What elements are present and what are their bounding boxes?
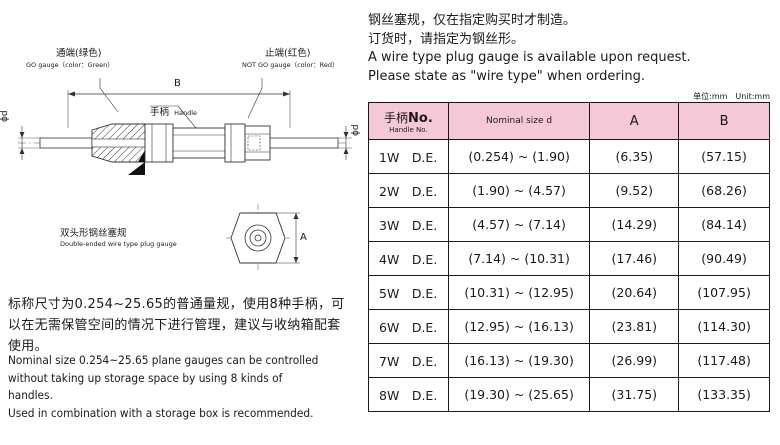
right-wire	[269, 137, 339, 149]
cell-a: (31.75)	[589, 377, 680, 412]
cell-b: (57.15)	[678, 139, 770, 174]
header-b: B	[678, 102, 770, 140]
cell-a: (6.35)	[589, 139, 680, 174]
cell-b: (117.48)	[678, 343, 770, 378]
cell-a: (20.64)	[589, 275, 680, 310]
cell-handle: 3W D.E.	[368, 207, 449, 242]
dimension-b-label: B	[174, 78, 181, 89]
cell-b: (133.35)	[678, 377, 770, 412]
header-a: A	[589, 102, 680, 140]
table-row: 2W D.E. (1.90) ~ (4.57) (9.52) (68.26)	[368, 173, 770, 208]
handle-right-collar	[224, 123, 246, 163]
notgo-leader	[247, 78, 263, 119]
table-row: 7W D.E. (16.13) ~ (19.30) (26.99) (117.4…	[368, 343, 770, 378]
spec-table: 手柄No. Handle No. Nominal size d A B 1W D…	[368, 102, 770, 412]
cell-b: (114.30)	[678, 309, 770, 344]
note-english-line-2: without taking up storage space by using…	[8, 370, 283, 403]
cell-a: (14.29)	[589, 207, 680, 242]
cell-handle: 6W D.E.	[368, 309, 449, 344]
dimension-d-right: ϕd	[351, 124, 361, 136]
note-english-line-1: Nominal size 0.254~25.65 plane gauges ca…	[8, 353, 319, 367]
cell-b: (84.14)	[678, 207, 770, 242]
handle-label-en: Handle	[174, 109, 198, 117]
cell-nominal: (10.31) ~ (12.95)	[447, 275, 591, 310]
table-header-row: 手柄No. Handle No. Nominal size d A B	[368, 102, 770, 140]
cell-nominal: (1.90) ~ (4.57)	[447, 173, 591, 208]
end-view-hexagon	[226, 204, 300, 272]
table-row: 3W D.E. (4.57) ~ (7.14) (14.29) (84.14)	[368, 207, 770, 242]
table-row: 1W D.E. (0.254) ~ (1.90) (6.35) (57.15)	[368, 139, 770, 174]
cell-nominal: (16.13) ~ (19.30)	[447, 343, 591, 378]
right-chuck	[244, 125, 271, 161]
cell-handle: 1W D.E.	[368, 139, 449, 174]
intro-line-3: A wire type plug gauge is available upon…	[368, 50, 691, 65]
intro-line-1: 钢丝塞规，仅在指定购买时才制造。	[368, 13, 577, 28]
cell-b: (90.49)	[678, 241, 770, 276]
notgo-gauge-label-cn: 止端(红色)	[265, 48, 311, 59]
cell-nominal: (0.254) ~ (1.90)	[447, 139, 591, 174]
cell-handle: 5W D.E.	[368, 275, 449, 310]
handle-center	[172, 127, 226, 159]
double-ended-label-en: Double-ended wire type plug gauge	[60, 240, 177, 248]
dimension-d-left: ϕd	[0, 110, 10, 122]
handle-left-collar	[144, 123, 174, 163]
cell-a: (17.46)	[589, 241, 680, 276]
cell-b: (107.95)	[678, 275, 770, 310]
handle-label-cn: 手柄	[150, 107, 170, 118]
go-gauge-label-cn: 通端(绿色)	[56, 48, 102, 59]
table-row: 8W D.E. (19.30) ~ (25.65) (31.75) (133.3…	[368, 377, 770, 412]
cell-nominal: (4.57) ~ (7.14)	[447, 207, 591, 242]
header-handle-no: 手柄No. Handle No.	[368, 102, 449, 140]
table-row: 6W D.E. (12.95) ~ (16.13) (23.81) (114.3…	[368, 309, 770, 344]
header-nominal-size: Nominal size d	[447, 102, 591, 140]
cell-a: (23.81)	[589, 309, 680, 344]
intro-line-4: Please state as "wire type" when orderin…	[368, 68, 645, 84]
cell-handle: 2W D.E.	[368, 173, 449, 208]
handle-label: 手柄 Handle	[150, 100, 197, 119]
cell-a: (9.52)	[589, 173, 680, 208]
notgo-gauge-label-en: NOT GO gauge（color：Red）	[242, 61, 339, 69]
left-wire	[39, 137, 93, 149]
cell-b: (68.26)	[678, 173, 770, 208]
intro-text: 钢丝塞规，仅在指定购买时才制造。 订货时，请指定为钢丝形。 A wire typ…	[368, 12, 691, 86]
cell-handle: 4W D.E.	[368, 241, 449, 276]
cell-handle: 7W D.E.	[368, 343, 449, 378]
go-leader	[99, 78, 119, 113]
cell-a: (26.99)	[589, 343, 680, 378]
gauge-drawing: 通端(绿色) GO gauge（color：Green） 止端(红色) NOT …	[0, 0, 370, 290]
plug-gauge-illustration	[18, 78, 352, 272]
cell-nominal: (12.95) ~ (16.13)	[447, 309, 591, 344]
table-row: 4W D.E. (7.14) ~ (10.31) (17.46) (90.49)	[368, 241, 770, 276]
double-ended-label-cn: 双头形钢丝塞规	[60, 228, 127, 239]
unit-label: 单位:mm Unit:mm	[693, 92, 770, 101]
note-chinese: 标称尺寸为0.254~25.65的普通量规，使用8种手柄，可以在无需保管空间的情…	[8, 297, 345, 354]
cell-handle: 8W D.E.	[368, 377, 449, 412]
note-english-line-3: Used in combination with a storage box i…	[8, 405, 314, 420]
table-row: 5W D.E. (10.31) ~ (12.95) (20.64) (107.9…	[368, 275, 770, 310]
note-english: Nominal size 0.254~25.65 plane gauges ca…	[8, 352, 330, 422]
cell-nominal: (7.14) ~ (10.31)	[447, 241, 591, 276]
cell-nominal: (19.30) ~ (25.65)	[447, 377, 591, 412]
go-gauge-label-en: GO gauge（color：Green）	[26, 61, 114, 69]
dimension-a-label: A	[300, 232, 307, 243]
intro-line-2: 订货时，请指定为钢丝形。	[368, 31, 525, 47]
